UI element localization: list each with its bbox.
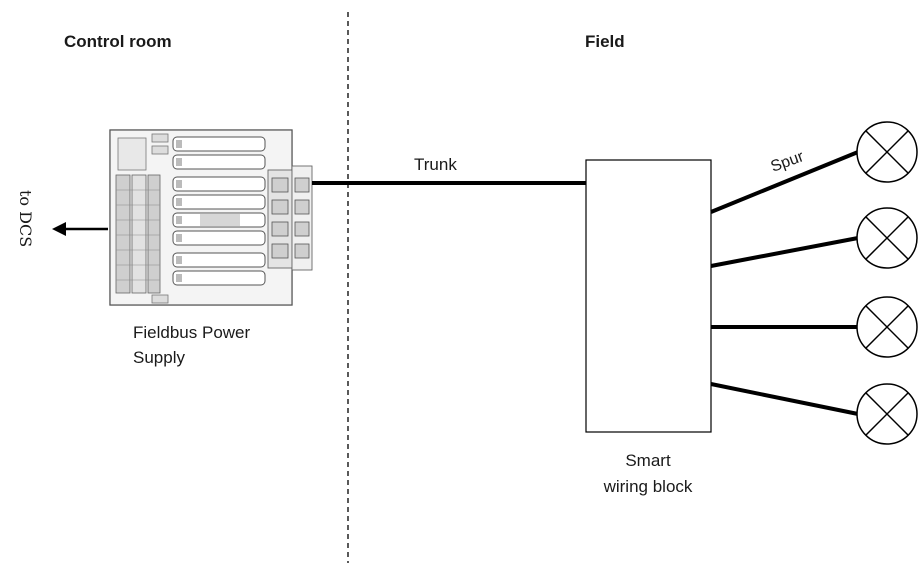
field-title: Field xyxy=(585,32,625,51)
fieldbus-power-supply-board xyxy=(109,129,313,306)
circle-x-icon xyxy=(856,207,918,269)
power-supply-label-line1: Fieldbus Power xyxy=(133,323,251,342)
circle-x-icon xyxy=(856,121,918,183)
to-dcs-label: to DCS xyxy=(16,190,35,247)
power-supply-label-line2: Supply xyxy=(133,348,185,367)
circle-x-icon xyxy=(856,383,918,445)
control-room-title: Control room xyxy=(64,32,172,51)
wiring-block-label-line2: wiring block xyxy=(603,477,693,496)
spur-lines xyxy=(710,150,859,416)
spur-line xyxy=(710,236,859,268)
arrow-left-icon xyxy=(52,222,108,236)
spur-label: Spur xyxy=(769,148,807,176)
spur-line xyxy=(710,150,859,214)
circle-x-icon xyxy=(856,296,918,358)
field-devices xyxy=(856,121,918,445)
spur-line xyxy=(710,382,859,416)
trunk-label: Trunk xyxy=(414,155,457,174)
wiring-block-label-line1: Smart xyxy=(625,451,671,470)
smart-wiring-block xyxy=(585,159,712,433)
